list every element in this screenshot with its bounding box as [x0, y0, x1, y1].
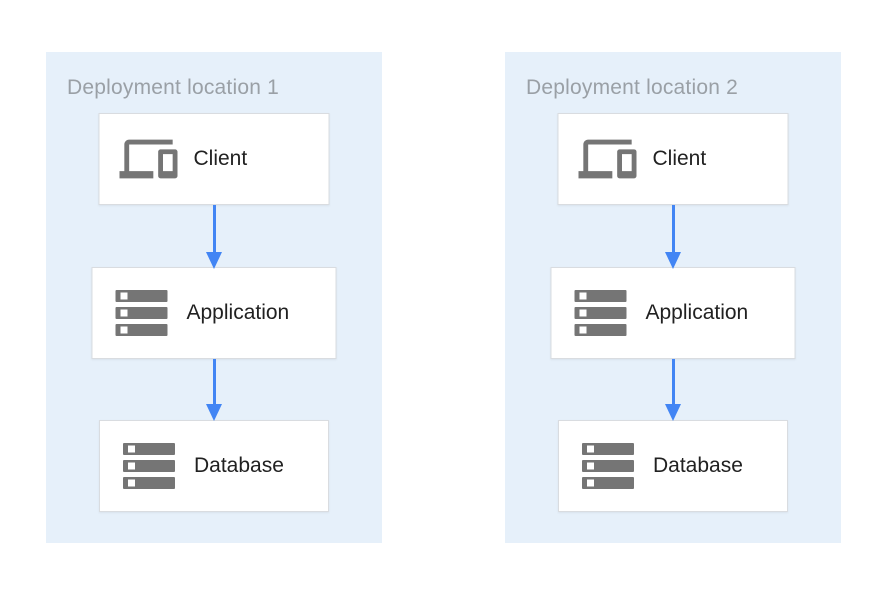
devices-icon — [578, 130, 637, 188]
client-node: Client — [557, 113, 789, 205]
node-label: Application — [186, 301, 290, 324]
panel-title: Deployment location 2 — [526, 76, 738, 99]
client-to-application-arrow — [206, 205, 222, 269]
arrow-shaft — [212, 205, 216, 252]
database-node: Database — [558, 420, 788, 512]
arrow-head-icon — [206, 252, 222, 269]
devices-icon — [119, 130, 178, 188]
application-node: Application — [91, 267, 337, 359]
application-to-database-arrow — [665, 359, 681, 421]
client-node: Client — [98, 113, 330, 205]
application-node: Application — [550, 267, 796, 359]
node-label: Database — [653, 454, 743, 477]
arrow-head-icon — [665, 404, 681, 421]
node-label: Application — [645, 301, 749, 324]
node-label: Database — [194, 454, 284, 477]
deployment-location-1-panel: Deployment location 1 Client — [46, 52, 382, 543]
server-stack-icon — [579, 437, 637, 495]
server-stack-icon — [120, 437, 178, 495]
panel-title: Deployment location 1 — [67, 76, 279, 99]
arrow-shaft — [212, 359, 216, 404]
arrow-shaft — [671, 359, 675, 404]
application-to-database-arrow — [206, 359, 222, 421]
node-label: Client — [652, 147, 707, 170]
server-stack-icon — [572, 284, 630, 342]
server-stack-icon — [113, 284, 171, 342]
database-node: Database — [99, 420, 329, 512]
arrow-shaft — [671, 205, 675, 252]
client-to-application-arrow — [665, 205, 681, 269]
arrow-head-icon — [206, 404, 222, 421]
node-label: Client — [193, 147, 248, 170]
deployment-location-2-panel: Deployment location 2 Client — [505, 52, 841, 543]
arrow-head-icon — [665, 252, 681, 269]
